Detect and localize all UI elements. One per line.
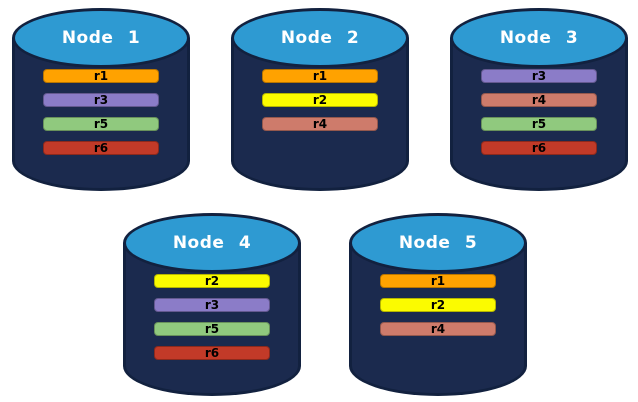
replica-bar-r5: r5 xyxy=(43,117,159,131)
replica-bar-r2: r2 xyxy=(380,298,496,312)
replica-bar-r2: r2 xyxy=(154,274,270,288)
cylinder-top: Node 3 xyxy=(450,8,628,68)
replica-bar-r4: r4 xyxy=(262,117,378,131)
cylinder-top: Node 2 xyxy=(231,8,409,68)
node-2: Node 2 r1 r2 r4 xyxy=(231,8,409,191)
node-title: Node 4 xyxy=(172,233,252,253)
replica-list: r2 r3 r5 r6 xyxy=(154,274,270,360)
node-title: Node 1 xyxy=(61,28,141,48)
replica-bar-r4: r4 xyxy=(380,322,496,336)
replica-bar-r3: r3 xyxy=(481,69,597,83)
node-title: Node 2 xyxy=(280,28,360,48)
replica-bar-r6: r6 xyxy=(481,141,597,155)
node-3: Node 3 r3 r4 r5 r6 xyxy=(450,8,628,191)
node-5: Node 5 r1 r2 r4 xyxy=(349,213,527,396)
replica-list: r3 r4 r5 r6 xyxy=(481,69,597,155)
replica-bar-r2: r2 xyxy=(262,93,378,107)
node-4: Node 4 r2 r3 r5 r6 xyxy=(123,213,301,396)
replica-bar-r3: r3 xyxy=(43,93,159,107)
replica-bar-r5: r5 xyxy=(481,117,597,131)
replica-list: r1 r2 r4 xyxy=(262,69,378,131)
replica-bar-r6: r6 xyxy=(154,346,270,360)
replica-bar-r6: r6 xyxy=(43,141,159,155)
node-title: Node 5 xyxy=(398,233,478,253)
cylinder-top: Node 1 xyxy=(12,8,190,68)
replica-bar-r5: r5 xyxy=(154,322,270,336)
cylinder-top: Node 5 xyxy=(349,213,527,273)
replica-bar-r1: r1 xyxy=(380,274,496,288)
cylinder-top: Node 4 xyxy=(123,213,301,273)
replica-bar-r1: r1 xyxy=(262,69,378,83)
replica-bar-r1: r1 xyxy=(43,69,159,83)
replica-list: r1 r2 r4 xyxy=(380,274,496,336)
replica-list: r1 r3 r5 r6 xyxy=(43,69,159,155)
node-title: Node 3 xyxy=(499,28,579,48)
replica-bar-r4: r4 xyxy=(481,93,597,107)
node-1: Node 1 r1 r3 r5 r6 xyxy=(12,8,190,191)
replica-bar-r3: r3 xyxy=(154,298,270,312)
